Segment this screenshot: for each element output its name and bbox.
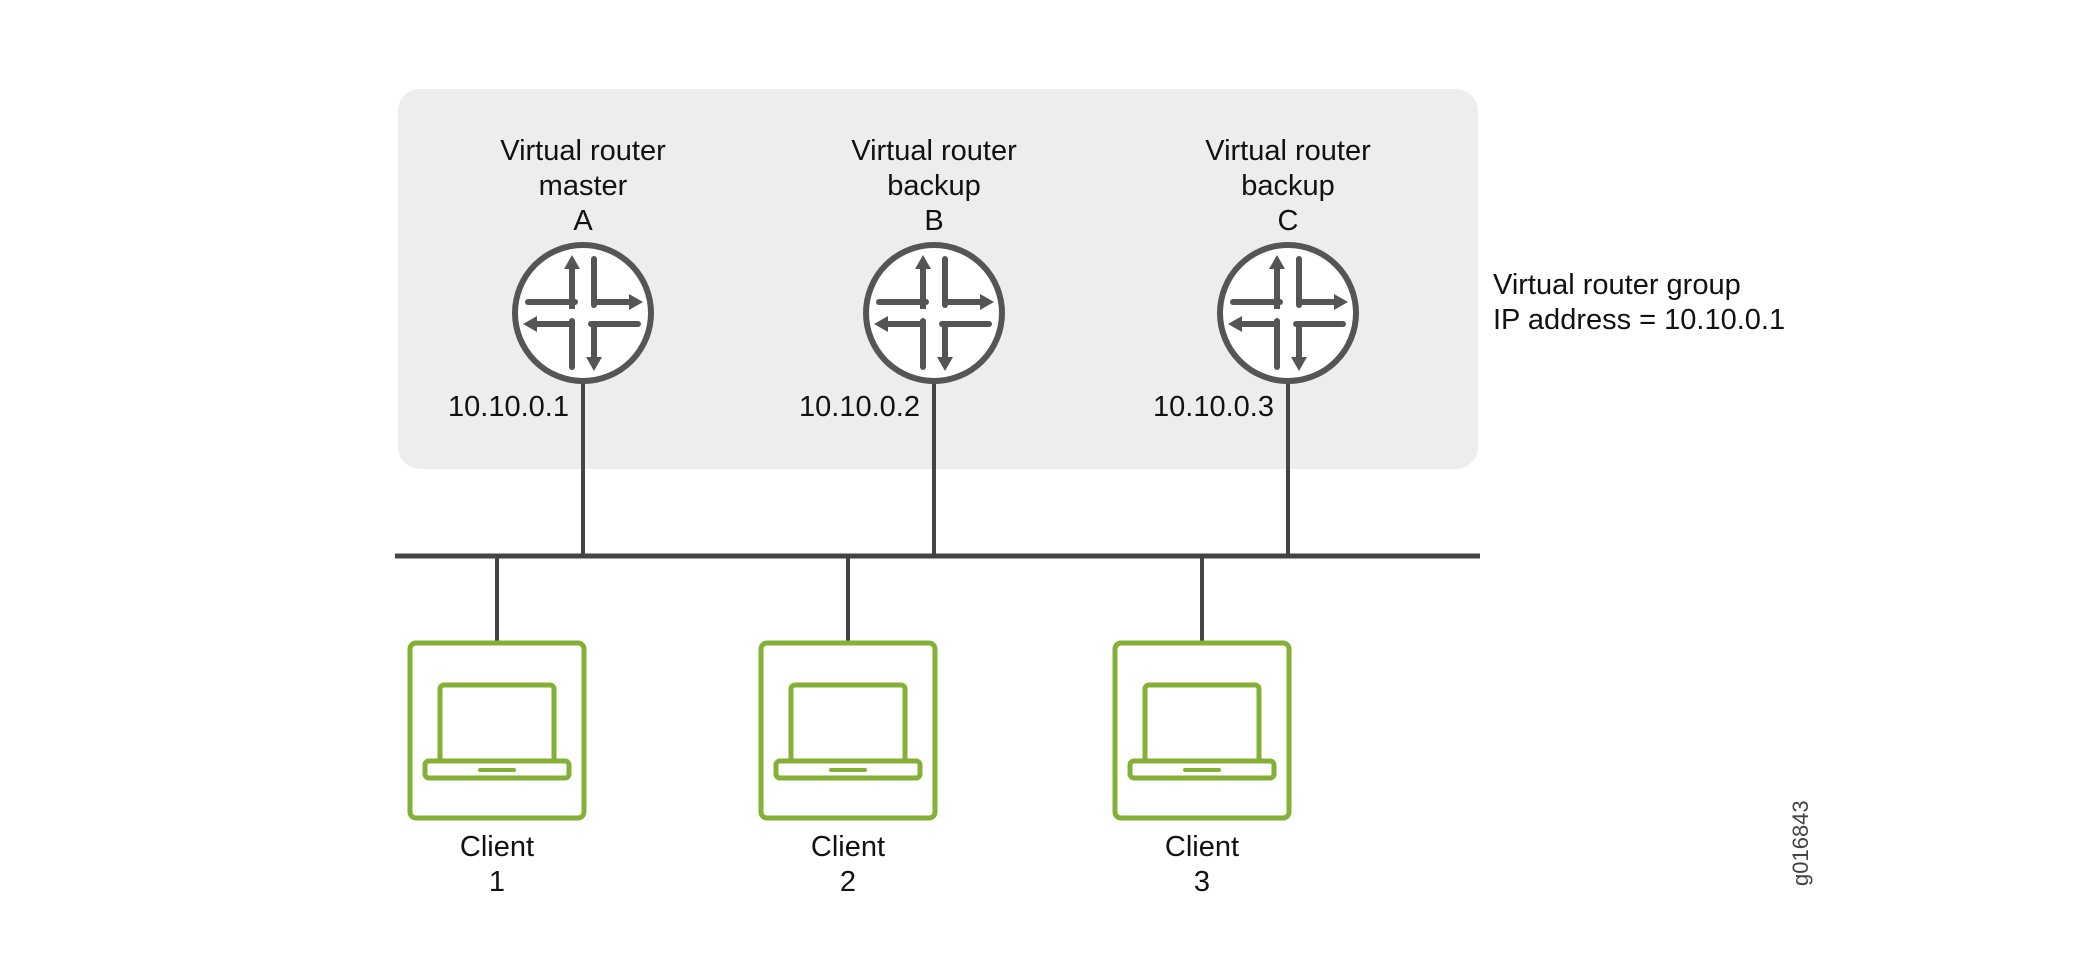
laptop-icon	[761, 643, 935, 818]
router-icon	[866, 245, 1002, 381]
router-c[interactable]: Virtual router backup C 10.10.0.3	[1153, 135, 1371, 556]
client-1-label-line2: 1	[489, 866, 505, 898]
router-b[interactable]: Virtual router backup B 10.10.0.2	[799, 135, 1017, 556]
router-a-ip: 10.10.0.1	[448, 391, 569, 423]
router-a[interactable]: Virtual router master A 10.10.0.1	[448, 135, 666, 556]
group-label-line2: IP address = 10.10.0.1	[1493, 304, 1785, 336]
router-a-title-line2: master	[539, 170, 628, 202]
router-b-id: B	[924, 205, 943, 237]
router-icon	[1220, 245, 1356, 381]
client-2-label-line1: Client	[811, 831, 885, 863]
router-c-title-line2: backup	[1241, 170, 1335, 202]
laptop-icon	[1115, 643, 1289, 818]
client-1-label-line1: Client	[460, 831, 534, 863]
laptop-icon	[410, 643, 584, 818]
router-b-title-line1: Virtual router	[851, 135, 1017, 167]
client-3[interactable]: Client 3	[1115, 556, 1289, 898]
figure-id: g016843	[1788, 800, 1813, 886]
router-b-title-line2: backup	[887, 170, 981, 202]
router-icon	[515, 245, 651, 381]
client-3-label-line2: 3	[1194, 866, 1210, 898]
client-3-label-line1: Client	[1165, 831, 1239, 863]
client-2[interactable]: Client 2	[761, 556, 935, 898]
group-label-line1: Virtual router group	[1493, 269, 1741, 301]
client-1[interactable]: Client 1	[410, 556, 584, 898]
router-b-ip: 10.10.0.2	[799, 391, 920, 423]
router-c-title-line1: Virtual router	[1205, 135, 1371, 167]
router-a-id: A	[573, 205, 593, 237]
router-a-title-line1: Virtual router	[500, 135, 666, 167]
router-c-id: C	[1278, 205, 1299, 237]
router-c-ip: 10.10.0.3	[1153, 391, 1274, 423]
client-2-label-line2: 2	[840, 866, 856, 898]
